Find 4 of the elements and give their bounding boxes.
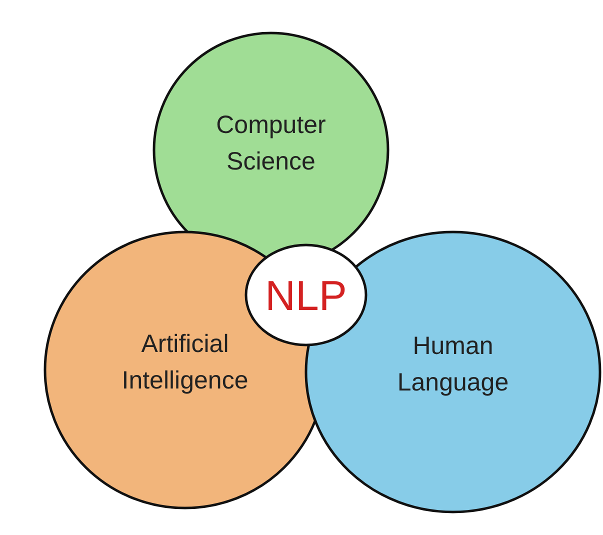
- circle-label: Artificial Intelligence: [122, 330, 248, 394]
- circle-label: Computer Science: [216, 111, 326, 176]
- center-label: NLP: [265, 272, 347, 319]
- circle-label: Human Language: [397, 332, 509, 396]
